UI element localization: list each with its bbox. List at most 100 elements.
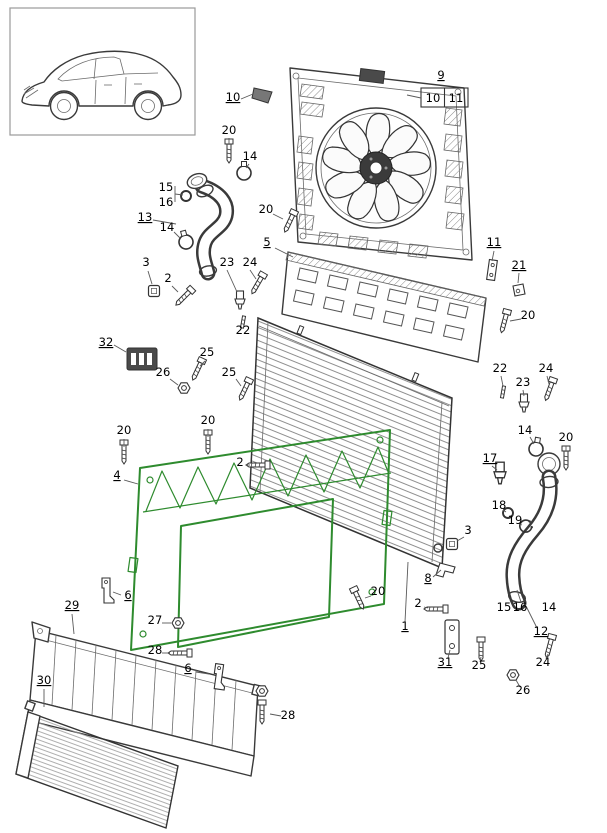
callout-1[interactable]: 1 [401, 619, 408, 633]
callout-16[interactable]: 16 [513, 600, 528, 614]
callout-26[interactable]: 26 [156, 365, 171, 379]
callout-3[interactable]: 3 [464, 523, 471, 537]
callout-22[interactable]: 22 [236, 323, 251, 337]
nut-icon [171, 617, 185, 629]
leader-line [529, 436, 535, 445]
callout-29[interactable]: 29 [65, 598, 80, 612]
callout-20[interactable]: 20 [521, 308, 536, 322]
callout-20[interactable]: 20 [371, 584, 386, 598]
callout-6[interactable]: 6 [184, 661, 191, 675]
callout-13[interactable]: 13 [138, 210, 153, 224]
callout-17[interactable]: 17 [483, 451, 498, 465]
callout-28[interactable]: 28 [148, 643, 163, 657]
leader-line [406, 94, 422, 99]
screw-icon [541, 375, 559, 403]
callout-21[interactable]: 21 [512, 258, 527, 272]
radiator-pin [296, 324, 305, 336]
temperature-sensor-icon [493, 461, 507, 485]
leader-line [245, 163, 250, 169]
screw-icon [172, 284, 197, 309]
leader-line [171, 285, 179, 293]
callout-15[interactable]: 15 [497, 600, 512, 614]
leader-line [525, 605, 538, 629]
callout-26[interactable]: 26 [516, 683, 531, 697]
callout-20[interactable]: 20 [222, 123, 237, 137]
callout-14[interactable]: 14 [243, 149, 258, 163]
callout-14[interactable]: 14 [518, 423, 533, 437]
callout-2[interactable]: 2 [164, 271, 171, 285]
leader-line [516, 589, 522, 603]
assembly-callout-box [420, 87, 469, 108]
callout-23[interactable]: 23 [516, 375, 531, 389]
callout-27[interactable]: 27 [148, 613, 163, 627]
callout-16[interactable]: 16 [159, 195, 174, 209]
leader-line [518, 523, 523, 526]
callout-20[interactable]: 20 [259, 202, 274, 216]
callout-5[interactable]: 5 [263, 235, 270, 249]
callout-25[interactable]: 25 [222, 365, 237, 379]
callout-4[interactable]: 4 [113, 468, 120, 482]
radiator [249, 316, 453, 570]
callout-30[interactable]: 30 [37, 673, 52, 687]
callout-24[interactable]: 24 [243, 255, 258, 269]
callout-10[interactable]: 10 [226, 90, 241, 104]
callout-25[interactable]: 25 [472, 658, 487, 672]
callout-23[interactable]: 23 [220, 255, 235, 269]
callout-6[interactable]: 6 [124, 588, 131, 602]
leader-line [479, 656, 482, 663]
callout-24[interactable]: 24 [539, 361, 554, 375]
leader-line [112, 591, 122, 596]
leader-line [199, 360, 206, 367]
leader-line [249, 269, 257, 280]
leader-line [173, 231, 181, 239]
leader-line [546, 375, 550, 385]
leader-line [522, 389, 525, 397]
callout-20[interactable]: 20 [201, 413, 216, 427]
cooling-fan [315, 107, 437, 229]
holder-bracket-part [126, 347, 158, 371]
callout-11-boxed[interactable]: 11 [449, 91, 464, 105]
carrier-frame-highlighted [127, 429, 393, 651]
callout-19[interactable]: 19 [508, 513, 523, 527]
leader-line [195, 671, 210, 675]
leader-line [226, 269, 238, 293]
callout-28[interactable]: 28 [281, 708, 296, 722]
callout-14[interactable]: 14 [542, 600, 557, 614]
callout-2[interactable]: 2 [236, 455, 243, 469]
callout-32[interactable]: 32 [99, 335, 114, 349]
cover-bracket-part [251, 87, 273, 104]
callout-20[interactable]: 20 [559, 430, 574, 444]
leader-line [174, 193, 184, 196]
callout-22[interactable]: 22 [493, 361, 508, 375]
callout-labels: 10 9 10 11 20 14 15 16 13 14 20 3 2 5 23… [37, 68, 574, 722]
callout-9[interactable]: 9 [437, 68, 444, 82]
leader-line [274, 247, 294, 258]
callout-11[interactable]: 11 [487, 235, 502, 249]
leader-line [509, 318, 522, 322]
side-bracket-part [486, 258, 498, 282]
callout-31[interactable]: 31 [438, 655, 453, 669]
leader-line [515, 679, 521, 688]
callout-20[interactable]: 20 [117, 423, 132, 437]
clip-bracket-part [512, 283, 526, 297]
callout-12[interactable]: 12 [534, 624, 549, 638]
callout-3[interactable]: 3 [142, 255, 149, 269]
callout-10-boxed[interactable]: 10 [426, 91, 441, 105]
callout-2[interactable]: 2 [414, 596, 421, 610]
coolant-hose-upper [186, 172, 235, 281]
radiator-bracket-part [435, 562, 456, 578]
front-wheel [49, 91, 79, 121]
callout-18[interactable]: 18 [492, 498, 507, 512]
callout-14[interactable]: 14 [160, 220, 175, 234]
screw-icon [257, 699, 267, 725]
leader-line [456, 536, 465, 542]
coolant-hose-lower [505, 452, 561, 611]
radiator-drain-port [433, 543, 443, 553]
callout-15[interactable]: 15 [159, 180, 174, 194]
hardware-parts [101, 87, 571, 725]
callout-24[interactable]: 24 [536, 655, 551, 669]
callout-25[interactable]: 25 [200, 345, 215, 359]
leader-line [113, 344, 127, 353]
callout-8[interactable]: 8 [424, 571, 431, 585]
